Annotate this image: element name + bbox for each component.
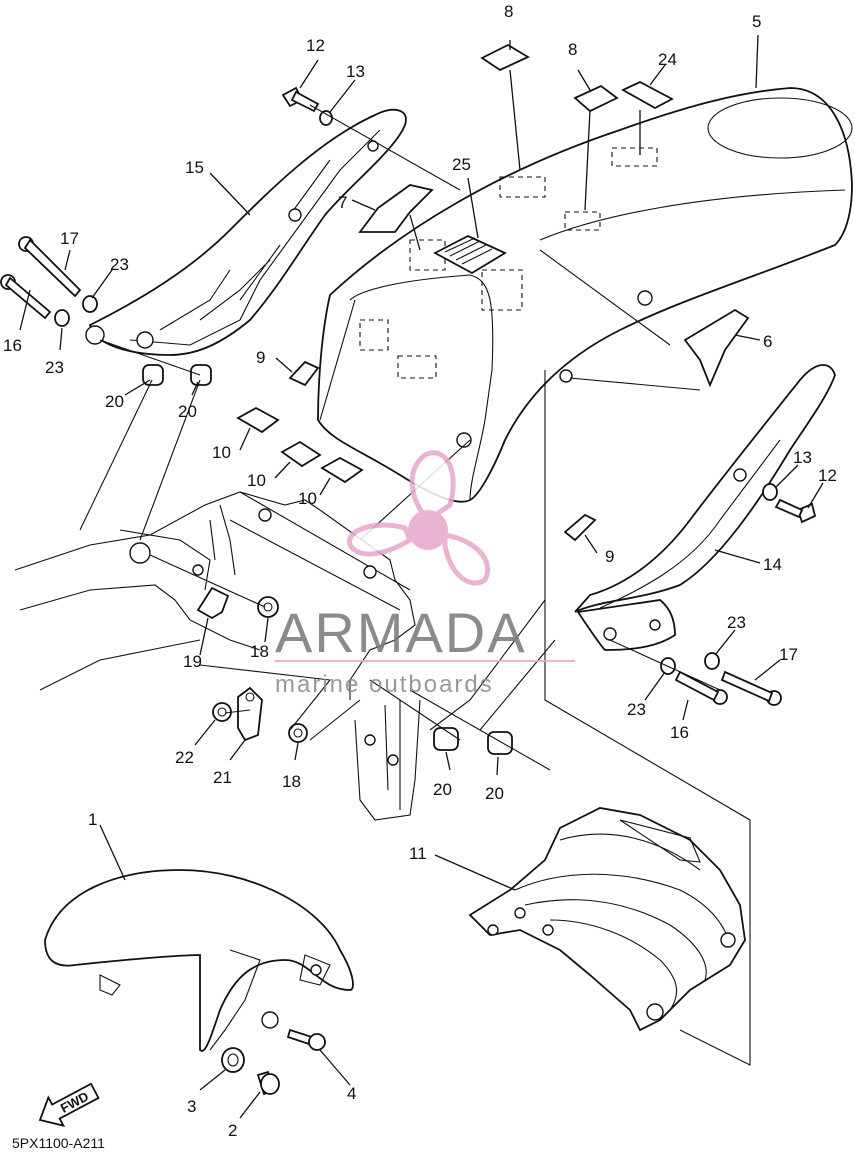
callout-10-c: 10	[298, 489, 317, 508]
clip-9-left	[288, 360, 320, 387]
label-24	[621, 80, 674, 110]
callout-10-b: 10	[247, 471, 266, 490]
callouts: 8 8 24 5 25 7 6 12 13 15 17 23 16 23 20 …	[3, 2, 837, 1140]
bracket-19	[196, 586, 230, 620]
watermark-rule	[275, 660, 575, 662]
grab-bar-left	[85, 108, 407, 356]
bolt-4	[286, 1028, 326, 1051]
callout-22: 22	[175, 748, 194, 767]
collar-20-b	[190, 364, 212, 386]
callout-23-a: 23	[110, 255, 129, 274]
diagram-code: 5PX1100-A211	[12, 1135, 105, 1151]
washer-23-c	[704, 652, 720, 670]
callout-8-lower: 8	[568, 40, 577, 59]
label-8-lower	[573, 84, 619, 113]
callout-20-c: 20	[433, 780, 452, 799]
callout-19: 19	[183, 652, 202, 671]
callout-11: 11	[409, 844, 427, 863]
callout-12-left: 12	[306, 36, 325, 55]
callout-13-right: 13	[793, 448, 812, 467]
callout-4: 4	[347, 1084, 356, 1103]
assembly-lines	[79, 104, 751, 1066]
collar-20-a	[142, 364, 164, 386]
bolt-2	[256, 1070, 280, 1096]
bolt-17-left	[18, 236, 82, 298]
callout-23-b: 23	[45, 358, 64, 377]
label-10b	[280, 440, 322, 468]
callout-10-a: 10	[212, 443, 231, 462]
bolt-12-right	[774, 498, 817, 524]
nut-22	[212, 702, 232, 722]
callout-23-d: 23	[627, 700, 646, 719]
callout-16-right: 16	[670, 723, 689, 742]
leader-lines	[19, 34, 824, 1119]
callout-18-lower: 18	[282, 772, 301, 791]
washer-23-b	[54, 309, 70, 327]
propeller-logo	[347, 450, 491, 586]
rear-fender	[317, 87, 853, 503]
label-10c	[320, 456, 364, 484]
watermark-title: ARMADA	[275, 601, 527, 664]
callout-5: 5	[752, 12, 761, 31]
callout-12-right: 12	[818, 466, 837, 485]
label-25	[433, 234, 507, 275]
callout-25: 25	[452, 155, 471, 174]
grab-bar-right	[574, 364, 836, 651]
callout-20-d: 20	[485, 784, 504, 803]
callout-9-left: 9	[256, 348, 265, 367]
watermark: ARMADA marine outboards	[275, 450, 575, 698]
label-6	[683, 308, 750, 388]
forward-arrow: FWD	[38, 1082, 100, 1128]
callout-16-left: 16	[3, 336, 22, 355]
nut-18-upper	[257, 596, 279, 618]
grommet-3	[221, 1047, 245, 1073]
clip-9-right	[563, 513, 597, 542]
callout-24: 24	[658, 50, 677, 69]
bolt-16-right	[674, 670, 728, 705]
callout-13-left: 13	[346, 62, 365, 81]
callout-3: 3	[187, 1097, 196, 1116]
bolt-12-left	[281, 86, 320, 113]
callout-20-b: 20	[178, 402, 197, 421]
callout-9-right: 9	[605, 547, 614, 566]
bolt-17-right	[720, 670, 782, 706]
rear-flap	[468, 807, 746, 1032]
label-7	[358, 184, 434, 233]
callout-1: 1	[88, 810, 97, 829]
front-fender	[44, 869, 354, 1052]
washer-23-a	[82, 295, 98, 313]
bolt-16-left	[0, 274, 52, 320]
callout-23-c: 23	[727, 613, 746, 632]
rear-frame	[14, 491, 421, 821]
washer-13-left	[319, 110, 333, 126]
collar-20-d	[487, 731, 513, 755]
bracket-21	[237, 686, 263, 742]
label-10a	[236, 406, 280, 434]
label-8-upper	[480, 43, 530, 72]
callout-7: 7	[338, 193, 347, 212]
callout-17-left: 17	[60, 229, 79, 248]
callout-21: 21	[213, 768, 232, 787]
callout-14: 14	[763, 555, 782, 574]
callout-6: 6	[763, 332, 772, 351]
callout-20-a: 20	[105, 392, 124, 411]
watermark-subtitle: marine outboards	[275, 671, 494, 698]
callout-18-upper: 18	[250, 642, 269, 661]
callout-15: 15	[185, 158, 204, 177]
washer-13-right	[762, 483, 778, 501]
callout-8-upper: 8	[504, 2, 513, 21]
nut-18-lower	[288, 723, 308, 743]
callout-17-right: 17	[779, 645, 798, 664]
callout-2: 2	[228, 1121, 237, 1140]
